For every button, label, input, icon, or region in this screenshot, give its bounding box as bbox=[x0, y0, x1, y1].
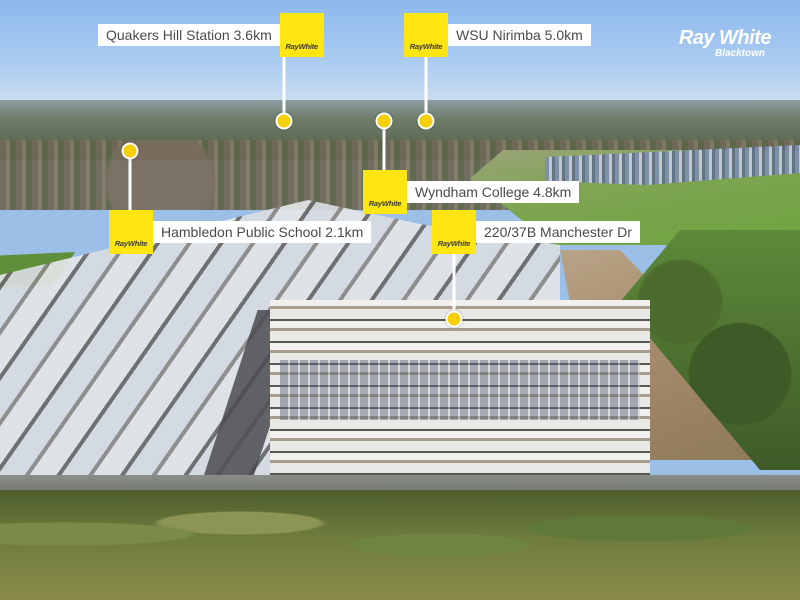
sky bbox=[0, 0, 800, 110]
ray-white-badge: RayWhite bbox=[109, 210, 153, 254]
callout-hambledon: RayWhite Hambledon Public School 2.1km bbox=[109, 210, 372, 254]
pin-dot-property bbox=[445, 310, 463, 328]
callout-quakers-hill: Quakers Hill Station 3.6km RayWhite bbox=[98, 13, 324, 57]
ray-white-logo-icon: RayWhite bbox=[368, 199, 402, 208]
pin-dot-wyndham-college bbox=[375, 112, 393, 130]
pin-line-wsu-nirimba bbox=[424, 57, 428, 121]
ray-white-badge: RayWhite bbox=[432, 210, 476, 254]
callout-wsu-nirimba: RayWhite WSU Nirimba 5.0km bbox=[404, 13, 591, 57]
ray-white-badge: RayWhite bbox=[404, 13, 448, 57]
ray-white-logo-icon: RayWhite bbox=[114, 239, 148, 248]
pin-line-property bbox=[452, 254, 456, 319]
callout-label: WSU Nirimba 5.0km bbox=[448, 24, 591, 46]
ray-white-blacktown-logo: Ray White Blacktown bbox=[651, 27, 772, 59]
callout-wyndham-college: RayWhite Wyndham College 4.8km bbox=[363, 170, 580, 214]
ray-white-badge: RayWhite bbox=[279, 13, 324, 57]
pin-dot-hambledon bbox=[121, 142, 139, 160]
ray-white-badge: RayWhite bbox=[363, 170, 407, 214]
pin-line-wyndham-college bbox=[382, 121, 386, 171]
ray-white-logo-icon: RayWhite bbox=[285, 42, 319, 51]
pin-dot-quakers-hill bbox=[275, 112, 293, 130]
ray-white-logo-icon: RayWhite bbox=[409, 42, 443, 51]
pin-line-hambledon bbox=[128, 151, 132, 211]
ray-white-logo-icon: RayWhite bbox=[437, 239, 471, 248]
pin-line-quakers-hill bbox=[282, 57, 286, 121]
pin-dot-wsu-nirimba bbox=[417, 112, 435, 130]
callout-label: 220/37B Manchester Dr bbox=[476, 221, 640, 243]
callout-label: Quakers Hill Station 3.6km bbox=[98, 24, 280, 46]
callout-label: Hambledon Public School 2.1km bbox=[153, 221, 372, 243]
brand-office: Blacktown bbox=[714, 48, 765, 59]
callout-property: RayWhite 220/37B Manchester Dr bbox=[432, 210, 640, 254]
solar-roofs bbox=[280, 360, 640, 420]
eucalyptus-trees bbox=[0, 490, 800, 600]
brand-name: Ray White bbox=[678, 27, 772, 49]
callout-label: Wyndham College 4.8km bbox=[407, 181, 580, 203]
